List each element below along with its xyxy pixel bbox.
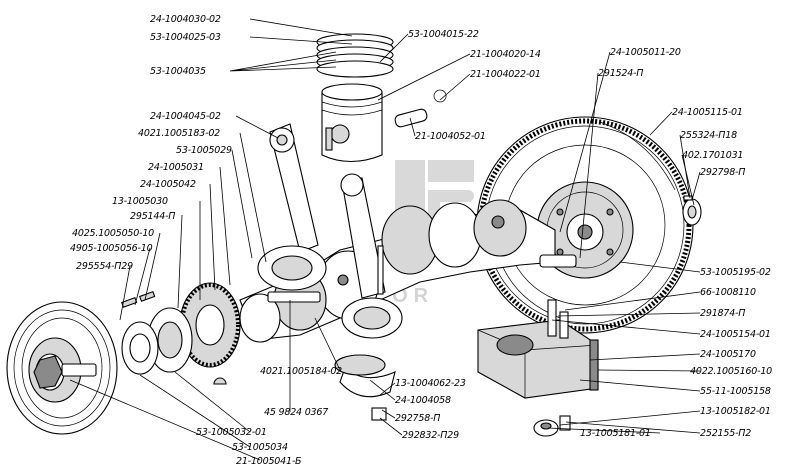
label-stud: 291874-П xyxy=(700,308,745,319)
leader-lines xyxy=(69,18,701,461)
label-pulley-bolt: 295554-П29 xyxy=(76,261,133,272)
label-dowel: 66-1008110 xyxy=(700,287,756,298)
flywheel xyxy=(476,116,694,334)
label-piston-ring-2: 53-1004025-03 xyxy=(150,32,221,43)
pulley-bolt xyxy=(61,363,97,377)
piston-rings xyxy=(316,33,394,78)
woodruff-keys xyxy=(121,291,227,385)
label-rod-bushing: 24-1004045-02 xyxy=(150,111,221,122)
oil-slinger xyxy=(147,307,193,373)
label-spacer-1: 24-1005031 xyxy=(148,162,204,173)
label-main-bearing-lower: 4022.1005160-10 xyxy=(690,366,772,377)
label-rod-cap: 13-1004062-23 xyxy=(395,378,466,389)
label-spacer-2: 24-1005042 xyxy=(140,179,196,190)
label-cap-nut: 13-1005181-01 xyxy=(580,428,651,439)
timing-gear xyxy=(179,282,241,368)
label-key: 295144-П xyxy=(130,211,175,222)
label-seal-holder: 53-1005029 xyxy=(176,145,232,156)
label-rear-seal: 4021.1005183-02 xyxy=(138,128,220,139)
rod-bearing-cap xyxy=(334,354,396,421)
label-thrust-washer: 24-1005170 xyxy=(700,349,756,360)
label-oil-ring: 53-1004035 xyxy=(150,66,206,77)
label-lock-washer: 252155-П2 xyxy=(700,428,751,439)
label-rod-pin: 292758-П xyxy=(395,413,440,424)
label-ratchet-nut: 21-1005041-Б xyxy=(236,456,302,467)
crankshaft-pulley xyxy=(6,301,118,435)
label-washer-front: 53-1005034 xyxy=(232,442,288,453)
fastener-nuts xyxy=(533,415,571,437)
label-flywheel: 24-1005115-01 xyxy=(672,107,743,118)
label-rod-cap-ref: 45 9824 0367 xyxy=(264,407,328,418)
label-thrust-half-ring: 55-11-1005158 xyxy=(700,386,771,397)
label-pulley: 4025.1005050-10 xyxy=(72,228,154,239)
label-plug: 291524-П xyxy=(598,68,643,79)
label-flywheel-bolt: 255324-П18 xyxy=(680,130,737,141)
label-spacer-front: 53-1005032-01 xyxy=(196,427,267,438)
label-rod-bolt: 24-1004058 xyxy=(395,395,451,406)
main-bearing-block xyxy=(477,299,599,399)
label-bearing: 402.1701031 xyxy=(682,150,743,161)
label-timing-gear: 13-1005030 xyxy=(112,196,168,207)
part-number-labels: 24-1004030-02 53-1004025-03 53-1004035 5… xyxy=(70,14,772,467)
spacer-ring xyxy=(121,321,159,375)
label-retainer: 292798-П xyxy=(700,167,745,178)
pilot-bearing xyxy=(682,195,702,226)
piston-pin xyxy=(394,89,447,128)
label-piston-pin: 21-1004052-01 xyxy=(415,131,486,142)
label-cap-bolt: 13-1005182-01 xyxy=(700,406,771,417)
connecting-rod-front xyxy=(257,123,327,303)
label-main-bearing-upper: 24-1005154-01 xyxy=(700,329,771,340)
label-pulley-hub: 4905-1005056-10 xyxy=(70,243,153,254)
label-rod-bearing: 4021.1005184-02 xyxy=(260,366,342,377)
piston xyxy=(321,83,383,163)
label-piston-ring-set: 53-1004015-22 xyxy=(408,29,479,40)
connecting-rod-rear xyxy=(340,173,403,339)
label-piston-ring-top: 24-1004030-02 xyxy=(150,14,221,25)
label-piston: 21-1004020-14 xyxy=(470,49,541,60)
label-rod-nut: 292832-П29 xyxy=(402,430,459,441)
label-flywheel-washer: 53-1005195-02 xyxy=(700,267,771,278)
label-crankshaft: 24-1005011-20 xyxy=(610,47,681,58)
label-piston-pin-clip: 21-1004022-01 xyxy=(470,69,541,80)
